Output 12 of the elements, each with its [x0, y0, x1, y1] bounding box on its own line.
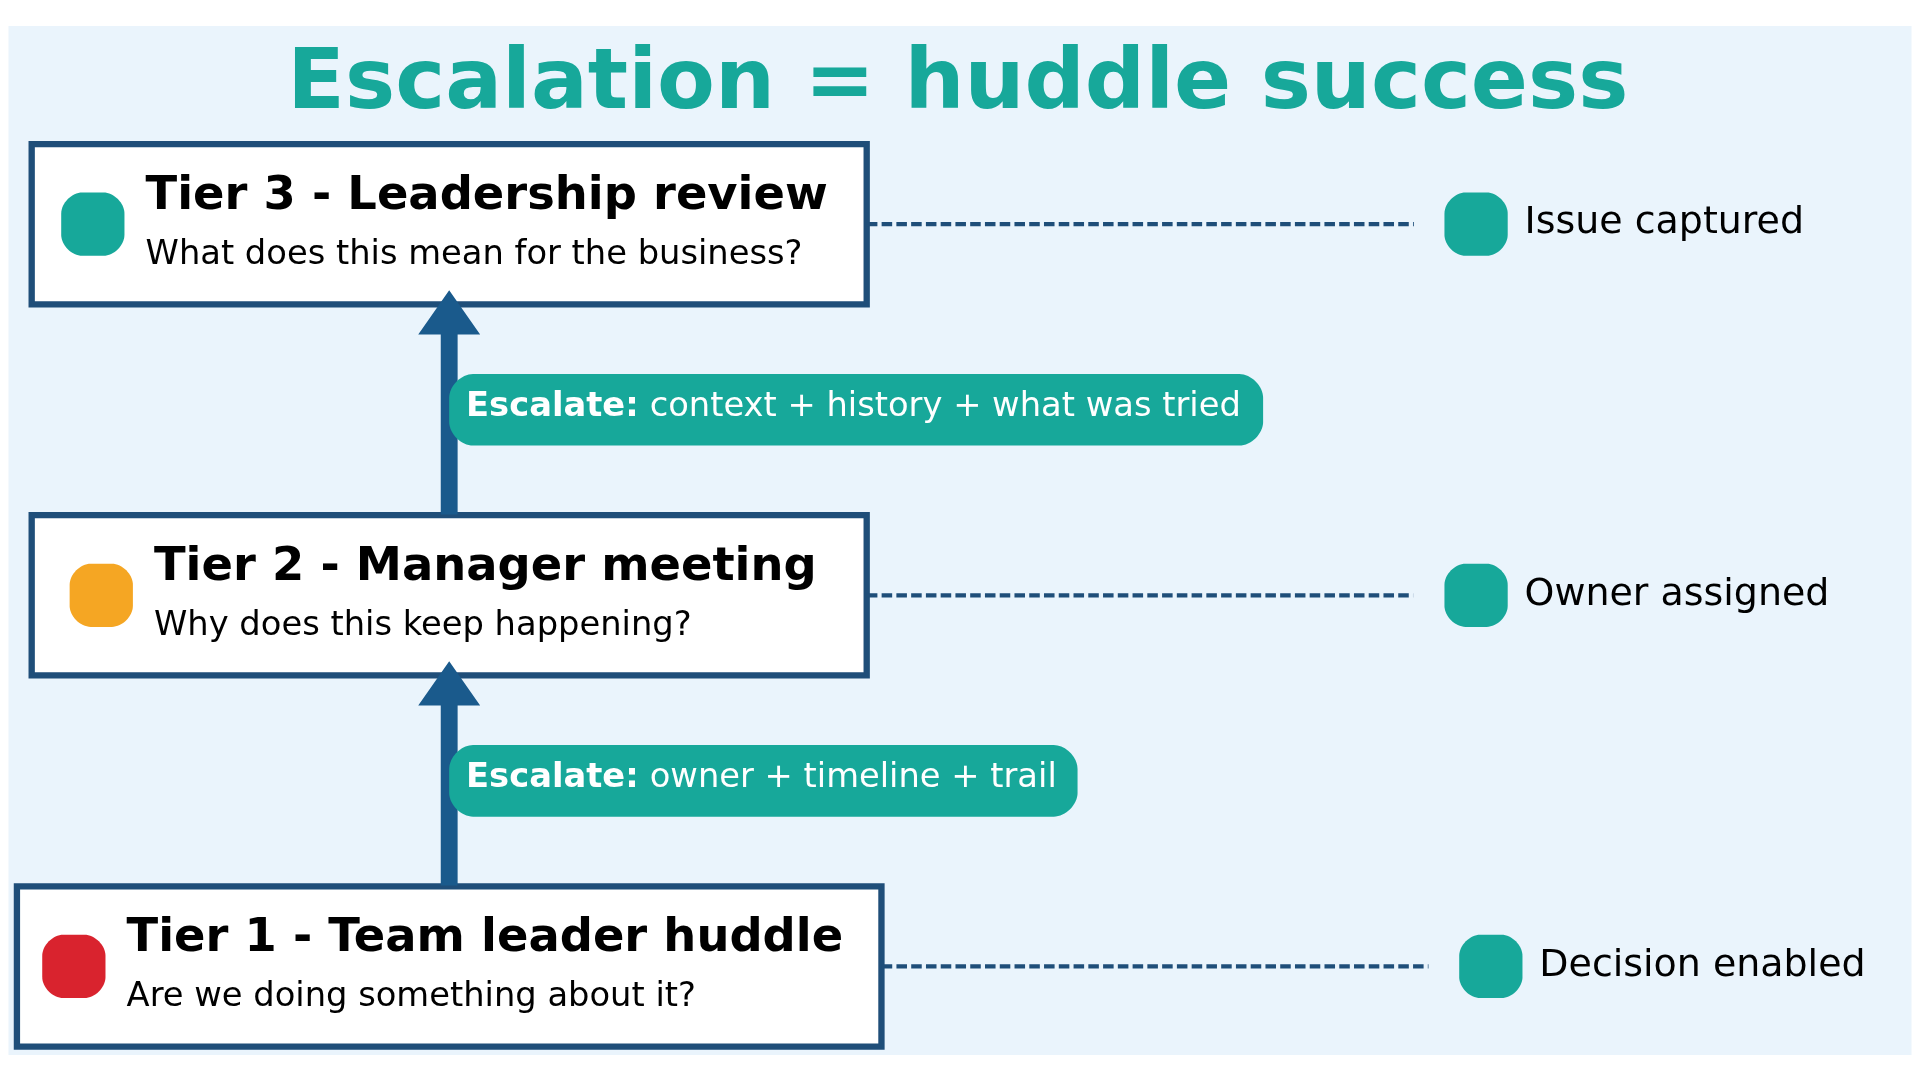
- node-label: Owner assigned: [1524, 569, 1830, 614]
- arrow: [418, 660, 481, 886]
- node-label: Issue captured: [1524, 197, 1805, 242]
- node-label: Decision enabled: [1539, 940, 1866, 985]
- node-box: Tier 3 - Leadership review What does this mean for the business?: [28, 140, 870, 307]
- node-box: Tier 2 - Manager meeting Why does this keep happening?: [28, 511, 870, 679]
- edge-label: Escalate: owner + timeline + trail: [466, 755, 1057, 795]
- edge-label: Escalate: context + history + what was tried: [466, 384, 1241, 424]
- arrow: [418, 289, 481, 514]
- connector: [866, 221, 1414, 226]
- diagram-title: Escalation = huddle success: [287, 29, 1629, 128]
- node-box: Tier 1 - Team leader huddle Are we doing something about it?: [13, 882, 885, 1050]
